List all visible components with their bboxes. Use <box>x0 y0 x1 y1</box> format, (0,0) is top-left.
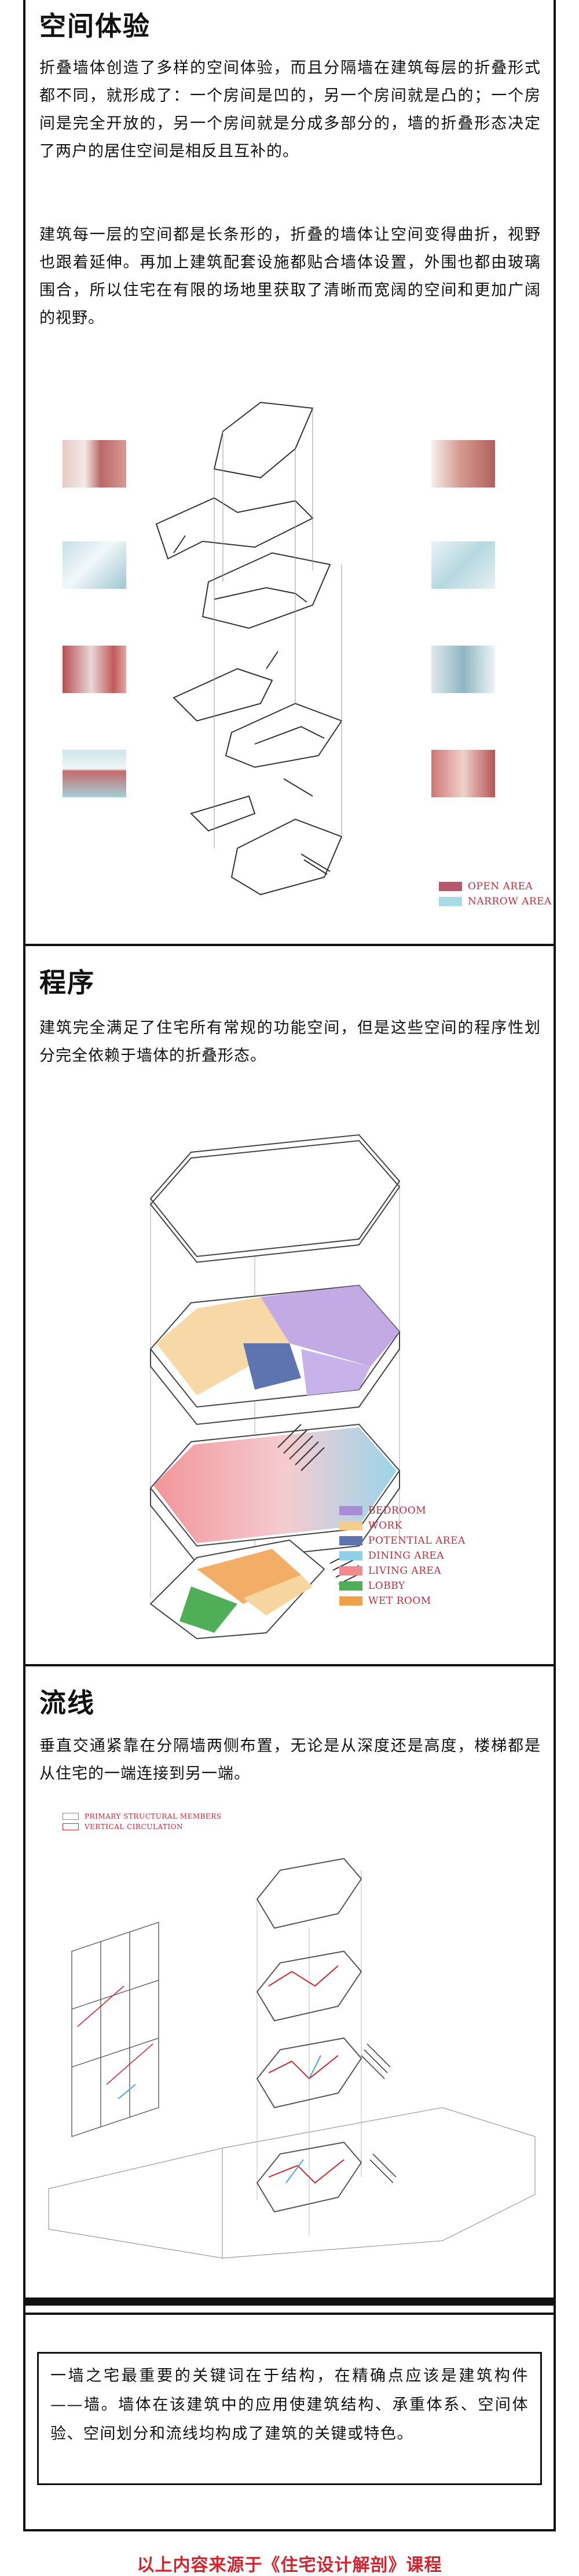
page-bottom-rule <box>25 2529 554 2531</box>
legend-label: LIVING AREA <box>368 1565 442 1577</box>
legend-item: NARROW AREA <box>439 894 552 909</box>
circulation-paragraph: 垂直交通紧靠在分隔墙两侧布置，无论是从深度还是高度，楼梯都是从住宅的一端连接到另… <box>39 1737 541 1783</box>
legend-swatch <box>339 1536 362 1545</box>
legend-label: POTENTIAL AREA <box>368 1535 466 1547</box>
interior-photo <box>431 541 495 589</box>
page-frame <box>23 0 556 2531</box>
legend-label: NARROW AREA <box>468 896 552 907</box>
section-title-circulation: 流线 <box>39 1687 95 1718</box>
legend-program: BEDROOM WORK POTENTIAL AREA DINING AREA … <box>339 1503 466 1608</box>
legend-item: OPEN AREA <box>439 879 552 894</box>
section-title-space: 空间体验 <box>39 10 151 42</box>
space-paragraph-1: 折叠墙体创造了多样的空间体验，而且分隔墙在建筑每层的折叠形式都不同，就形成了：一… <box>39 59 541 160</box>
interior-photo <box>63 750 126 797</box>
summary-text: 一墙之宅最重要的关键词在于结构，在精确点应该是建筑构件——墙。墙体在该建筑中的应… <box>50 2367 529 2443</box>
legend-swatch <box>63 1813 79 1820</box>
interior-photo <box>63 541 126 589</box>
legend-swatch <box>439 882 462 891</box>
interior-photo <box>63 440 126 488</box>
section-divider <box>25 944 554 946</box>
legend-label: LOBBY <box>368 1580 405 1592</box>
exploded-axonometric-program <box>149 1134 401 1640</box>
legend-circulation: PRIMARY STRUCTURAL MEMBERS VERTICAL CIRC… <box>63 1811 222 1832</box>
legend-item: POTENTIAL AREA <box>339 1533 466 1548</box>
legend-swatch <box>339 1506 362 1515</box>
legend-item: DINING AREA <box>339 1548 466 1563</box>
legend-swatch <box>339 1551 362 1560</box>
legend-item: WET ROOM <box>339 1593 466 1608</box>
legend-swatch <box>439 897 462 906</box>
interior-photo <box>431 646 495 693</box>
interior-photo <box>431 440 495 488</box>
legend-space: OPEN AREA NARROW AREA <box>439 879 552 909</box>
legend-swatch <box>339 1521 362 1530</box>
section-divider-thick <box>25 2297 554 2306</box>
legend-label: DINING AREA <box>368 1550 445 1562</box>
legend-label: WET ROOM <box>368 1595 431 1607</box>
legend-label: VERTICAL CIRCULATION <box>85 1823 183 1831</box>
exploded-axonometric-space <box>155 401 343 896</box>
legend-item: PRIMARY STRUCTURAL MEMBERS <box>63 1811 222 1822</box>
legend-item: LOBBY <box>339 1578 466 1593</box>
section-divider <box>25 2313 554 2315</box>
legend-swatch <box>339 1581 362 1591</box>
program-paragraph: 建筑完全满足了住宅所有常规的功能空间，但是这些空间的程序性划分完全依赖于墙体的折… <box>39 1019 541 1065</box>
legend-item: VERTICAL CIRCULATION <box>63 1822 222 1832</box>
space-paragraph-2: 建筑每一层的空间都是长条形的，折叠的墙体让空间变得曲折，视野也跟着延伸。再加上建… <box>39 226 541 327</box>
legend-item: BEDROOM <box>339 1503 466 1518</box>
legend-label: OPEN AREA <box>468 881 533 892</box>
interior-photo <box>431 750 495 797</box>
legend-label: PRIMARY STRUCTURAL MEMBERS <box>85 1812 222 1820</box>
legend-swatch <box>339 1566 362 1575</box>
summary-box: 一墙之宅最重要的关键词在于结构，在精确点应该是建筑构件——墙。墙体在该建筑中的应… <box>37 2352 542 2485</box>
source-note: 以上内容来源于《住宅设计解剖》课程 <box>137 2555 442 2575</box>
section-divider <box>25 1664 554 1666</box>
exploded-axonometric-circulation <box>48 1857 536 2259</box>
legend-label: WORK <box>368 1520 402 1531</box>
legend-item: WORK <box>339 1518 466 1533</box>
interior-photo <box>63 646 126 693</box>
legend-swatch <box>339 1596 362 1606</box>
legend-item: LIVING AREA <box>339 1563 466 1578</box>
section-title-program: 程序 <box>39 967 95 998</box>
legend-swatch <box>63 1823 79 1830</box>
legend-label: BEDROOM <box>368 1505 427 1516</box>
